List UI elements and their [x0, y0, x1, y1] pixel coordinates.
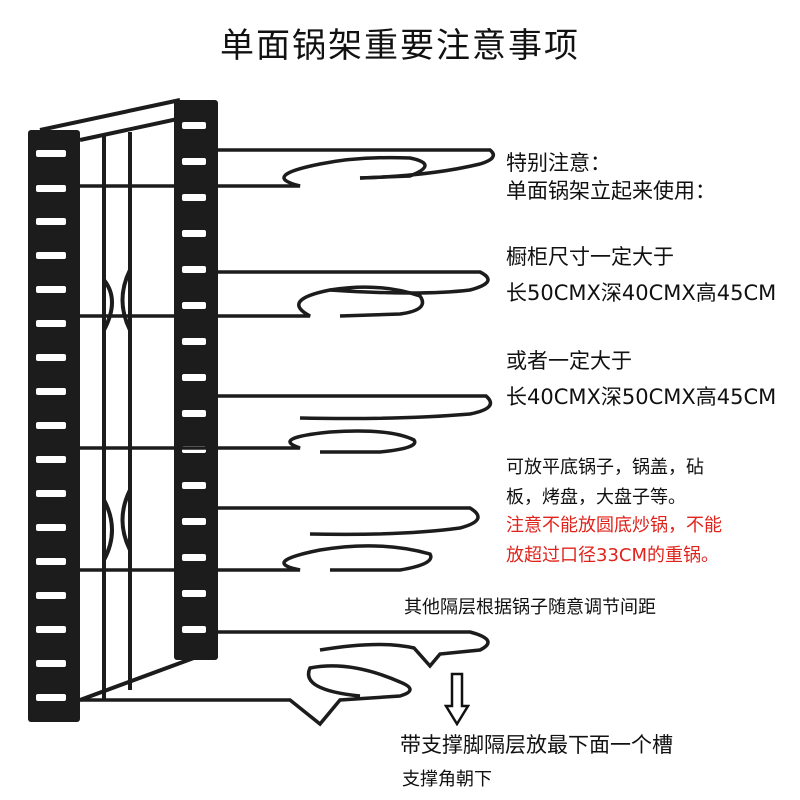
special-note-heading: 特别注意：	[506, 151, 611, 175]
rack-right-panel-slots	[182, 122, 206, 633]
rack-shelf-5	[80, 630, 490, 727]
warning-line-1: 注意不能放圆底炒锅，不能	[506, 515, 722, 536]
rack-shelf-1	[74, 148, 496, 188]
support-foot-note: 支撑角朝下	[402, 769, 492, 790]
usage-line-2: 板，烤盘，大盘子等。	[506, 487, 686, 508]
rack-shelf-4	[74, 506, 480, 572]
page-title: 单面锅架重要注意事项	[220, 26, 580, 66]
rack-shelf-3	[74, 394, 493, 454]
warning-line-2: 放超过口径33CM的重锅。	[506, 545, 720, 566]
rack-left-panel-slots	[36, 150, 66, 701]
bottom-shelf-note: 带支撑脚隔层放最下面一个槽	[400, 733, 673, 757]
rack-frame	[39, 98, 211, 702]
cabinet-size-line-1: 橱柜尺寸一定大于	[506, 245, 674, 269]
special-note-line: 单面锅架立起来使用：	[506, 179, 716, 203]
spacing-note: 其他隔层根据锅子随意调节间距	[404, 597, 656, 618]
cabinet-size-alt-line-1: 或者一定大于	[506, 349, 632, 373]
usage-line-1: 可放平底锅子，锅盖，砧	[506, 457, 704, 478]
cabinet-size-alt-line-2: 长40CMX深50CMX高45CM	[506, 385, 777, 409]
rack-shelf-2	[74, 270, 490, 318]
down-arrow-icon	[444, 672, 470, 727]
cabinet-size-line-2: 长50CMX深40CMX高45CM	[506, 281, 777, 305]
